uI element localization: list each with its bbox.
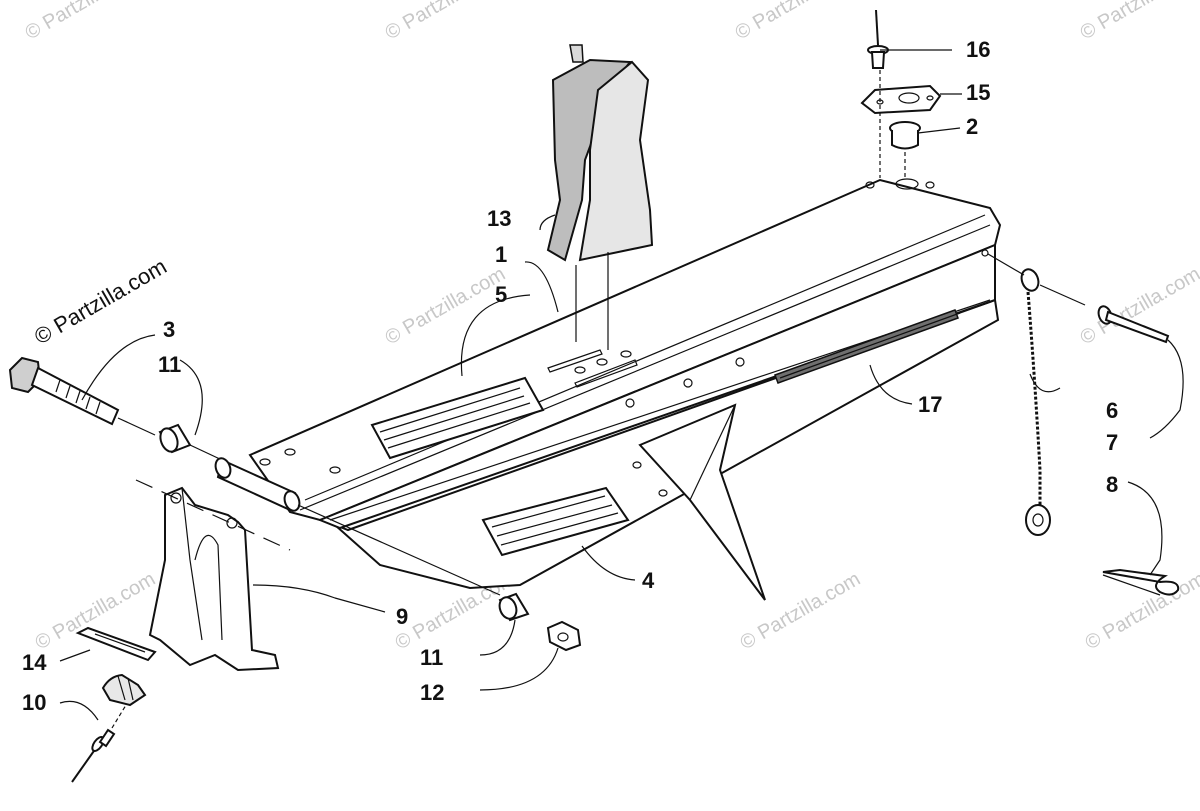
watermark: © Partzilla.com xyxy=(382,0,510,44)
watermark: © Partzilla.com xyxy=(32,568,160,654)
rivet-16 xyxy=(868,10,888,68)
callout-10: 10 xyxy=(22,690,46,715)
grommet-2 xyxy=(890,122,920,178)
callout-11-lower: 11 xyxy=(420,645,443,670)
callout-4: 4 xyxy=(642,568,655,593)
callout-17: 17 xyxy=(918,392,942,417)
callout-15: 15 xyxy=(966,80,990,105)
cable-6 xyxy=(988,254,1050,535)
clip-10 xyxy=(103,675,145,705)
callout-16: 16 xyxy=(966,37,990,62)
callout-7: 7 xyxy=(1106,430,1118,455)
bracket-9 xyxy=(136,480,290,670)
strap-14 xyxy=(78,628,155,660)
watermark: © Partzilla.com xyxy=(1077,0,1200,44)
callout-13: 13 xyxy=(487,206,511,231)
callout-12: 12 xyxy=(420,680,444,705)
rivet-10 xyxy=(72,705,126,782)
callout-11-upper: 11 xyxy=(158,352,181,377)
bushing-11-lower xyxy=(497,594,528,621)
callout-2: 2 xyxy=(966,114,978,139)
watermark: © Partzilla.com xyxy=(1077,263,1200,349)
callout-9: 9 xyxy=(396,604,408,629)
callout-6: 6 xyxy=(1106,398,1118,423)
watermark-main: © Partzilla.com xyxy=(30,254,171,350)
nut-12 xyxy=(548,622,580,650)
bolt-3 xyxy=(10,358,155,435)
hairpin-8 xyxy=(1103,570,1178,595)
watermark: © Partzilla.com xyxy=(22,0,150,44)
callout-8: 8 xyxy=(1106,472,1118,497)
callout-14: 14 xyxy=(22,650,47,675)
plate-15 xyxy=(862,86,940,113)
watermark: © Partzilla.com xyxy=(1082,568,1200,654)
watermark: © Partzilla.com xyxy=(732,0,860,44)
callout-1: 1 xyxy=(495,242,507,267)
callout-3: 3 xyxy=(163,317,175,342)
callout-5: 5 xyxy=(495,282,507,307)
bushing-11-upper xyxy=(157,425,222,460)
